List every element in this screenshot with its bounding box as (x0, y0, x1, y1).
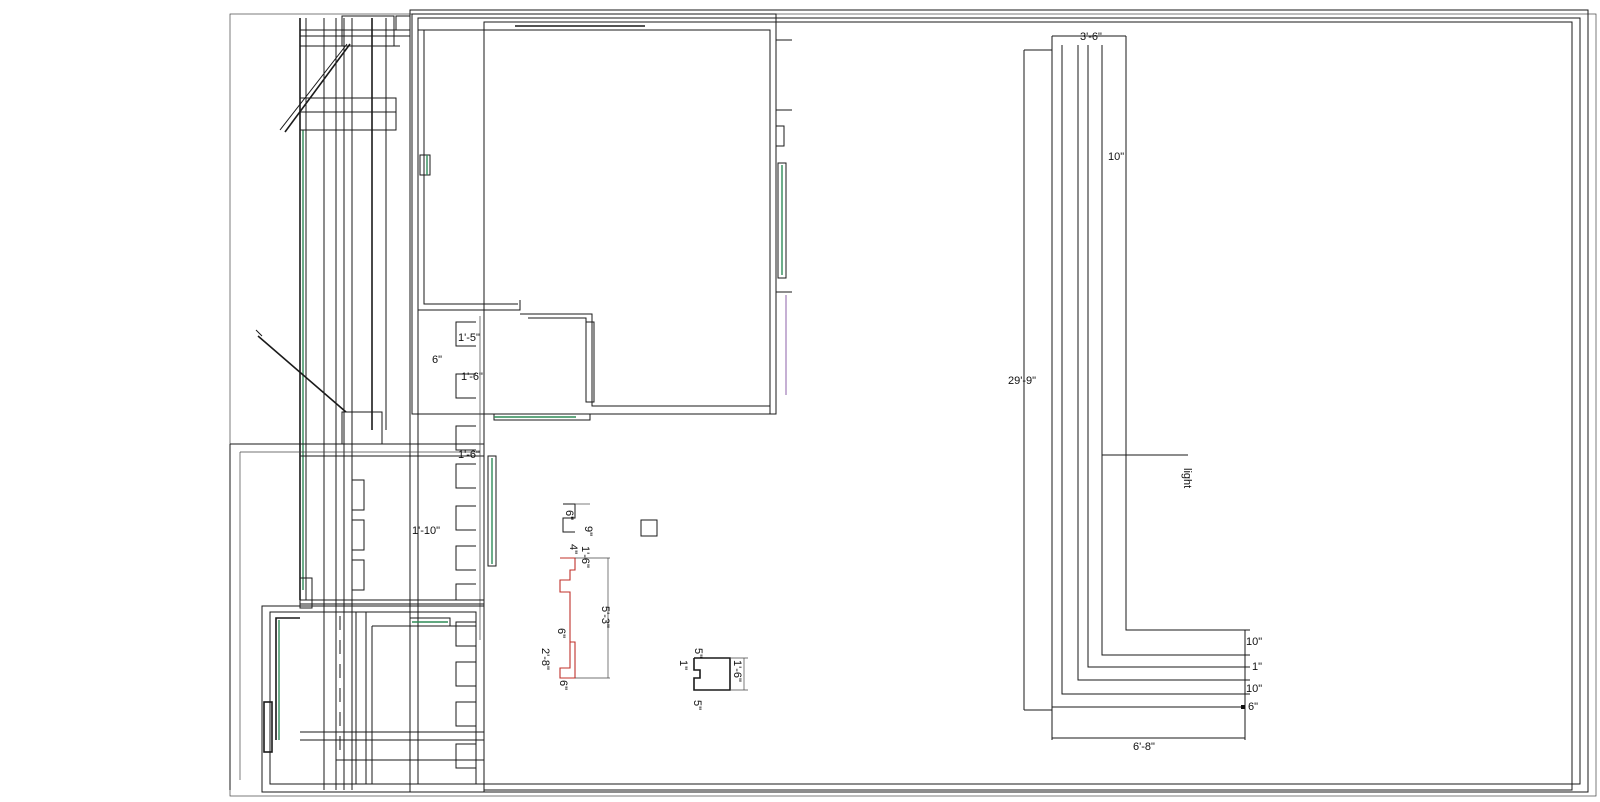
column-detail-small (562, 503, 658, 537)
outer-boundary (229, 9, 1597, 797)
dim-1: 1" (1252, 661, 1262, 673)
dim-10-a: 10" (1246, 636, 1262, 648)
dim-1-10: 1'-10" (412, 525, 440, 537)
dim-10-b: 10" (1246, 683, 1262, 695)
dimension-labels: 3'-6" 10" 29'-9" light 10" 1" 10" 6" 6'-… (412, 31, 1262, 753)
upper-room-walls (411, 13, 792, 415)
dim-1-6-c: 1'-6" (579, 546, 591, 568)
dim-29-9: 29'-9" (1008, 375, 1036, 387)
dim-6-e: 6" (557, 680, 569, 690)
lower-left-room (261, 599, 485, 793)
dim-6-8: 6'-8" (1133, 741, 1155, 753)
dim-5-3: 5'-3" (599, 606, 611, 628)
dim-9: 9" (582, 526, 594, 536)
red-profile-detail (559, 557, 610, 679)
middle-wall-notches (455, 321, 591, 769)
dim-6-d: 6" (555, 628, 567, 638)
dim-2-8: 2'-8" (539, 648, 551, 670)
dim-5-b: 5" (691, 700, 703, 710)
dim-6: 6" (1248, 701, 1258, 713)
dim-3-6: 3'-6" (1080, 31, 1102, 43)
box-profile-detail (693, 657, 748, 691)
left-wall-structure (229, 15, 484, 790)
dim-1-6-a: 1'-6" (461, 371, 483, 383)
dim-5-a: 5" (692, 648, 704, 658)
dim-1-5: 1'-5" (458, 332, 480, 344)
dim-6-c: 6" (563, 510, 575, 520)
dim-4: 4" (567, 544, 579, 554)
dim-1-6-b: 1'-6" (458, 449, 480, 461)
dim-1-6-d: 1'-6" (731, 660, 743, 682)
dim-1-small: 1" (677, 660, 689, 670)
right-l-shape (1023, 35, 1250, 740)
dim-light: light (1181, 468, 1193, 488)
dim-6-small: 6" (432, 354, 442, 366)
dim-10-top: 10" (1108, 151, 1124, 163)
